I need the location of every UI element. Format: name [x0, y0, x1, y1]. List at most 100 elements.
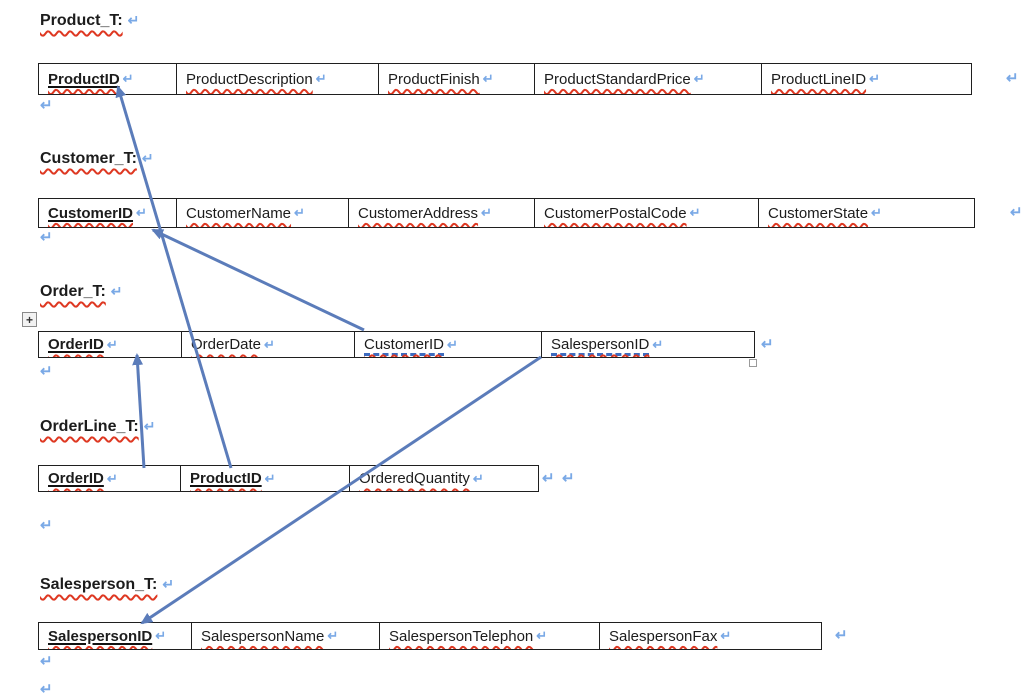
cell-end-mark-icon: ↵ [327, 628, 339, 643]
column-label-spell-wrap: ProductID [48, 71, 120, 88]
column-label-spell-wrap: CustomerState [768, 205, 868, 222]
cell-end-mark-icon: ↵ [689, 205, 701, 220]
salesperson-cell-salespersonfax[interactable]: SalespersonFax↵ [599, 623, 821, 649]
salesperson-table: SalespersonID↵SalespersonName↵Salesperso… [38, 622, 822, 650]
product-cell-productfinish[interactable]: ProductFinish↵ [378, 64, 534, 94]
column-label: CustomerPostalCode [544, 204, 687, 222]
paragraph-mark-icon: ↵ [162, 576, 175, 592]
cell-end-mark-icon: ↵ [106, 470, 118, 486]
fk-arrow-orderline-t-orderid-to-order-t-orderid[interactable] [132, 353, 146, 469]
customer-cell-customerpostalcode[interactable]: CustomerPostalCode↵ [534, 199, 758, 227]
row-end-mark-icon: ↵ [835, 627, 848, 644]
column-label-spell-wrap: OrderedQuantity [359, 470, 470, 487]
column-label: SalespersonID [551, 336, 650, 356]
paragraph-mark-icon: ↵ [40, 681, 53, 698]
order-cell-orderid[interactable]: OrderID↵ [39, 332, 181, 357]
cell-end-mark-icon: ↵ [536, 628, 548, 643]
orderline-cell-productid[interactable]: ProductID↵ [180, 466, 349, 491]
column-label: CustomerAddress [358, 204, 479, 222]
order-cell-orderdate[interactable]: OrderDate↵ [181, 332, 354, 357]
column-label-spell-wrap: SalespersonFax [609, 628, 717, 645]
product-table-heading[interactable]: Product_T:↵ [40, 12, 139, 30]
cell-end-mark-icon: ↵ [481, 205, 492, 220]
cell-end-mark-icon: ↵ [652, 336, 664, 352]
cell-end-mark-icon: ↵ [720, 628, 732, 643]
row-end-mark-icon: ↵ [761, 335, 774, 353]
customer-cell-customerstate[interactable]: CustomerState↵ [758, 199, 974, 227]
salesperson-cell-salespersonid[interactable]: SalespersonID↵ [39, 623, 191, 649]
cell-end-mark-icon: ↵ [869, 71, 880, 86]
order-table-heading[interactable]: Order_T:↵ [40, 283, 123, 301]
column-label-spell-wrap: CustomerID [364, 336, 445, 356]
row-end-mark-icon: ↵ [562, 469, 575, 487]
salesperson-heading-label: Salesperson_T: [40, 576, 158, 593]
cell-end-mark-icon: ↵ [871, 205, 882, 220]
table-move-handle[interactable]: + [22, 312, 37, 327]
column-label: CustomerID [48, 204, 134, 222]
column-label: OrderedQuantity [359, 470, 470, 487]
column-label: ProductStandardPrice [544, 70, 691, 88]
column-label-spell-wrap: ProductID [190, 470, 262, 487]
column-label: SalespersonName [201, 627, 325, 645]
column-label: OrderDate [191, 336, 262, 353]
column-label: CustomerState [768, 204, 869, 222]
column-label: CustomerID [364, 336, 445, 356]
column-label-spell-wrap: CustomerName [186, 205, 291, 222]
cell-end-mark-icon: ↵ [122, 71, 134, 86]
customer-table-heading[interactable]: Customer_T:↵ [40, 150, 154, 168]
column-label-spell-wrap: SalespersonID [48, 628, 152, 645]
product-cell-productlineid[interactable]: ProductLineID↵ [761, 64, 971, 94]
order-cell-salespersonid[interactable]: SalespersonID↵ [541, 332, 754, 357]
customer-cell-customeraddress[interactable]: CustomerAddress↵ [348, 199, 534, 227]
orderline-cell-orderedquantity[interactable]: OrderedQuantity↵ [349, 466, 538, 491]
product-table: ProductID↵ProductDescription↵ProductFini… [38, 63, 972, 95]
orderline-table-heading[interactable]: OrderLine_T:↵ [40, 418, 155, 436]
paragraph-mark-icon: ↵ [40, 229, 53, 246]
cell-end-mark-icon: ↵ [482, 71, 494, 86]
salesperson-cell-salespersonname[interactable]: SalespersonName↵ [191, 623, 379, 649]
cell-end-mark-icon: ↵ [136, 205, 147, 220]
column-label-spell-wrap: SalespersonName [201, 628, 324, 645]
product-cell-productid[interactable]: ProductID↵ [39, 64, 176, 94]
paragraph-mark-icon: ↵ [40, 517, 53, 534]
orderline-cell-orderid[interactable]: OrderID↵ [39, 466, 180, 491]
product-cell-productdescription[interactable]: ProductDescription↵ [176, 64, 378, 94]
paragraph-mark-icon: ↵ [127, 12, 140, 28]
paragraph-mark-icon: ↵ [110, 283, 123, 299]
column-label-spell-wrap: CustomerAddress [358, 205, 478, 222]
column-label-spell-wrap: SalespersonTelephon [389, 628, 533, 645]
order-heading-label: Order_T: [40, 283, 106, 300]
orderline-table: OrderID↵ProductID↵OrderedQuantity↵ [38, 465, 539, 492]
customer-cell-customerid[interactable]: CustomerID↵ [39, 199, 176, 227]
row-end-mark-icon: ↵ [1006, 70, 1019, 87]
customer-cell-customername[interactable]: CustomerName↵ [176, 199, 348, 227]
column-label-spell-wrap: ProductFinish [388, 71, 480, 88]
column-label: CustomerName [186, 204, 292, 222]
column-label: SalespersonID [48, 627, 153, 645]
paragraph-mark-icon: ↵ [143, 418, 156, 434]
column-label-spell-wrap: OrderID [48, 470, 104, 487]
column-label-spell-wrap: CustomerPostalCode [544, 205, 687, 222]
customer-heading-label: Customer_T: [40, 150, 137, 167]
column-label: OrderID [48, 470, 104, 487]
fk-arrow-orderline-t-productid-to-product-t-productid[interactable] [115, 85, 233, 469]
cell-end-mark-icon: ↵ [294, 205, 305, 220]
salesperson-cell-salespersontelephon[interactable]: SalespersonTelephon↵ [379, 623, 599, 649]
column-label-spell-wrap: ProductDescription [186, 71, 313, 88]
cell-end-mark-icon: ↵ [264, 470, 276, 486]
column-label: SalespersonFax [609, 627, 718, 645]
cell-end-mark-icon: ↵ [264, 336, 275, 352]
column-label: ProductID [190, 470, 262, 487]
fk-arrow-order-t-customerid-to-customer-t-customerid[interactable] [151, 228, 365, 332]
product-cell-productstandardprice[interactable]: ProductStandardPrice↵ [534, 64, 761, 94]
column-label-spell-wrap: ProductLineID [771, 71, 866, 88]
column-label-spell-wrap: ProductStandardPrice [544, 71, 691, 88]
column-label-spell-wrap: SalespersonID [551, 336, 650, 356]
salesperson-table-heading[interactable]: Salesperson_T:↵ [40, 576, 174, 594]
column-label: ProductFinish [388, 70, 480, 88]
paragraph-mark-icon: ↵ [40, 97, 53, 114]
table-resize-handle[interactable] [749, 359, 757, 367]
order-cell-customerid[interactable]: CustomerID↵ [354, 332, 541, 357]
column-label: ProductDescription [186, 70, 313, 88]
order-table: OrderID↵OrderDate↵CustomerID↵Salesperson… [38, 331, 755, 358]
